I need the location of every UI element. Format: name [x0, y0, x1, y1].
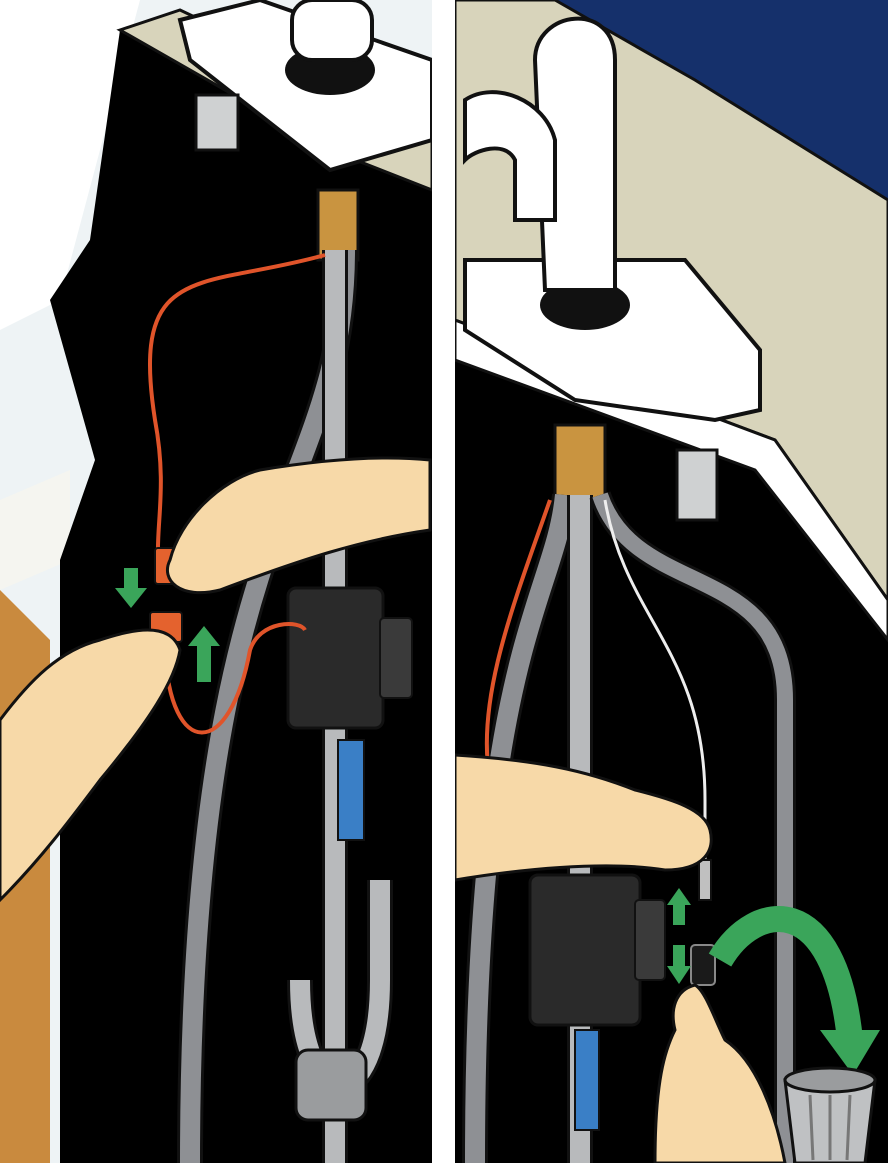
- solenoid-valve: [338, 740, 364, 840]
- trash-can-icon: [785, 1068, 875, 1163]
- tailpiece-left: [196, 95, 238, 150]
- illustration-panel-left: [0, 0, 432, 1163]
- control-box: [530, 875, 640, 1025]
- brass-shank: [555, 425, 605, 500]
- control-box-bracket: [635, 900, 665, 980]
- control-box-bracket: [380, 618, 412, 698]
- hose-weight: [296, 1050, 366, 1120]
- tailpiece-right: [677, 450, 717, 520]
- faucet-body: [292, 0, 372, 60]
- control-box: [288, 588, 383, 728]
- illustration-panel-right: [455, 0, 888, 1163]
- solenoid-valve: [575, 1030, 599, 1130]
- panel-divider: [432, 0, 455, 1163]
- brass-shank: [318, 190, 358, 260]
- right-illustration: [455, 0, 888, 1163]
- sensor-plug: [699, 860, 711, 900]
- left-illustration: [0, 0, 432, 1163]
